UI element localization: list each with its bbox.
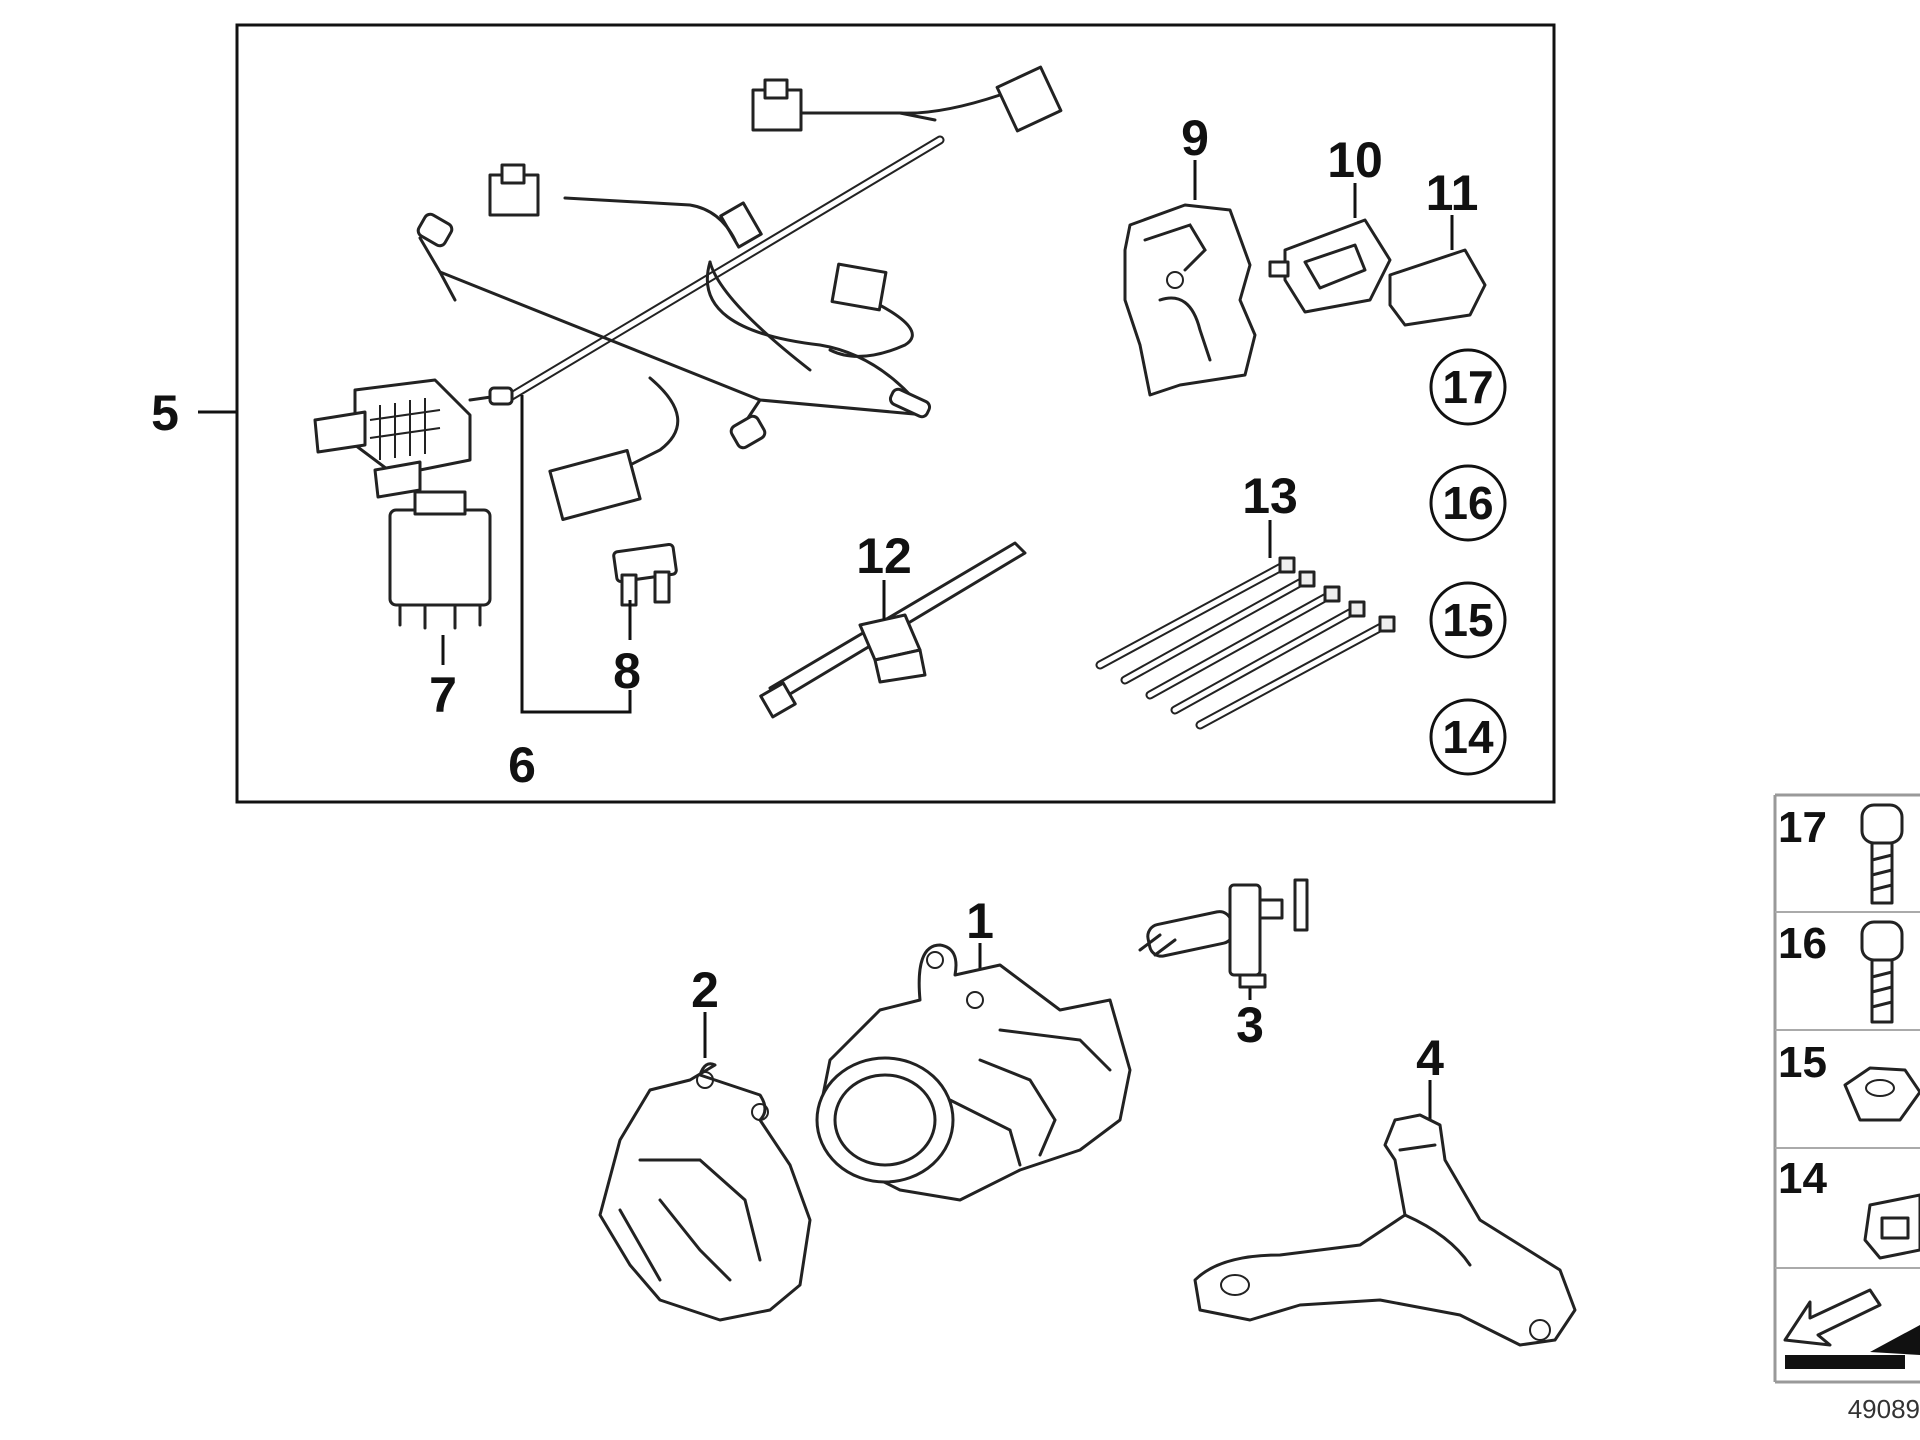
- relay: [388, 490, 492, 630]
- callout-7: 7: [429, 667, 457, 723]
- clip-nut-14: [1863, 1193, 1920, 1260]
- screw-17: [1860, 803, 1904, 905]
- callout-2: 2: [691, 962, 719, 1018]
- mounting-arm: [1193, 1113, 1577, 1347]
- circled-ref-14: 14: [1429, 698, 1507, 776]
- side-label-17: 17: [1778, 803, 1827, 852]
- callout-10: 10: [1327, 132, 1383, 188]
- callout-6: 6: [508, 737, 536, 793]
- callout-11: 11: [1426, 165, 1479, 221]
- wiring-harness: [418, 93, 1002, 482]
- cable-ties: [1095, 556, 1396, 730]
- hardware-panel: [1773, 793, 1920, 1384]
- switch-housing: [1123, 203, 1257, 397]
- cable-tie-clip: [759, 541, 1027, 719]
- callout-1: 1: [966, 893, 994, 949]
- screw-16: [1860, 920, 1904, 1024]
- harness-connectors: [416, 65, 1063, 522]
- halogen-bulb: [1138, 878, 1309, 989]
- callout-12: 12: [856, 528, 912, 584]
- arrow-symbol: [1783, 1288, 1920, 1369]
- leader-lines: [198, 160, 1454, 1125]
- switch-cap: [1388, 248, 1487, 327]
- side-label-15: 15: [1778, 1038, 1827, 1087]
- callout-8: 8: [613, 643, 641, 699]
- callout-5: 5: [151, 385, 179, 441]
- circled-ref-14-label: 14: [1442, 711, 1494, 763]
- circled-ref-15: 15: [1429, 581, 1507, 659]
- multi-pin-connector: [313, 378, 472, 499]
- side-label-14: 14: [1778, 1154, 1827, 1203]
- fuse: [612, 542, 678, 607]
- callout-4: 4: [1416, 1030, 1444, 1086]
- side-label-16: 16: [1778, 919, 1827, 968]
- diagram-reference-number: 49089: [1848, 1394, 1920, 1424]
- circled-ref-15-label: 15: [1442, 594, 1493, 646]
- callout-3: 3: [1236, 997, 1264, 1053]
- nut-15: [1843, 1066, 1920, 1122]
- circled-ref-16-label: 16: [1442, 477, 1493, 529]
- circled-ref-17: 17: [1429, 348, 1507, 426]
- lamp-mount-housing: [598, 1062, 812, 1322]
- switch: [1268, 218, 1392, 314]
- callout-9: 9: [1181, 110, 1209, 166]
- callout-13: 13: [1242, 468, 1298, 524]
- auxiliary-lamp: [815, 943, 1132, 1202]
- circled-ref-17-label: 17: [1442, 361, 1493, 413]
- circled-ref-16: 16: [1429, 464, 1507, 542]
